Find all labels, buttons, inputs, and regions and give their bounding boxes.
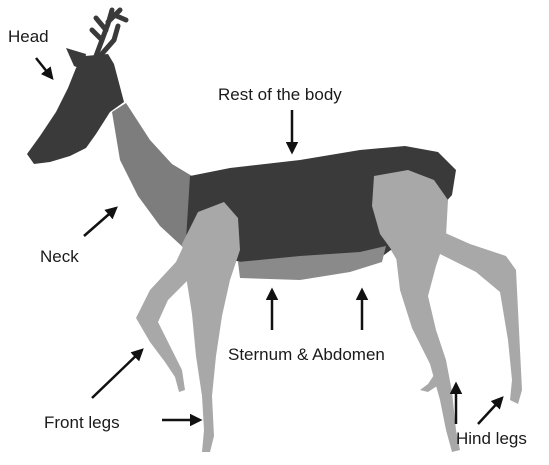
hind-leg-near xyxy=(372,170,460,452)
label-hind-legs: Hind legs xyxy=(456,429,527,448)
hind-legs-arrow-diagonal xyxy=(478,398,502,424)
head-arrow xyxy=(36,58,52,78)
antlers xyxy=(92,10,126,56)
neck xyxy=(112,103,192,250)
label-sternum-abdomen: Sternum & Abdomen xyxy=(228,345,385,364)
label-neck: Neck xyxy=(40,247,79,266)
head xyxy=(27,54,124,164)
ear xyxy=(66,48,86,70)
label-head: Head xyxy=(8,27,49,46)
front-legs-arrow-upper xyxy=(92,350,142,398)
front-leg-near xyxy=(182,202,240,452)
label-front-legs: Front legs xyxy=(44,413,120,432)
neck-arrow xyxy=(84,208,116,236)
label-rest-of-body: Rest of the body xyxy=(218,85,342,104)
